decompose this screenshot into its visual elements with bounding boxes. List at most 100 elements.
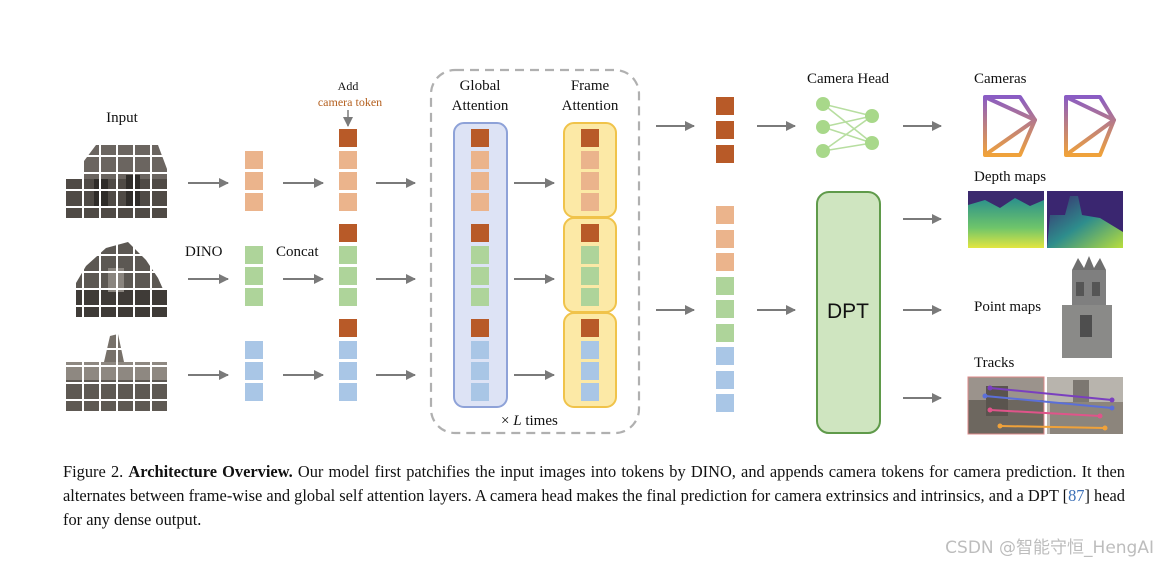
input-label: Input <box>106 110 138 126</box>
patch-token-output <box>716 229 734 248</box>
camera-token <box>471 129 489 147</box>
camera-token-output <box>716 145 734 163</box>
patch-token <box>471 151 489 169</box>
watermark: CSDN @智能守恒_HengAI <box>945 538 1154 558</box>
camera-token <box>581 224 599 242</box>
patch-token-output <box>716 253 734 271</box>
patch-token <box>245 246 263 264</box>
patch-token-output <box>716 300 734 318</box>
camera-head-nodes <box>816 97 879 158</box>
depth-map-image-2 <box>1047 191 1123 248</box>
patch-token <box>245 362 263 380</box>
camera-token <box>471 224 489 242</box>
patch-token <box>339 193 357 211</box>
input-image-1 <box>66 139 167 218</box>
patch-token <box>471 193 489 211</box>
patch-token <box>339 172 357 190</box>
patch-token <box>245 288 263 306</box>
patch-token <box>339 341 357 359</box>
frame-attention-box-3 <box>563 312 617 408</box>
patch-token <box>339 288 357 306</box>
repeat-block-frame <box>429 68 641 435</box>
caption-text-2: ] head for any dense output. <box>63 486 1125 529</box>
camera-frustum-icon-1 <box>983 95 1037 157</box>
dpt-label: DPT <box>827 300 869 323</box>
patch-token <box>471 288 489 306</box>
figure-caption: Figure 2. Architecture Overview. Our mod… <box>63 460 1125 532</box>
patch-token <box>581 341 599 359</box>
times-variable: L <box>513 413 522 429</box>
global-attention-box <box>453 122 508 408</box>
patch-token-output <box>716 394 734 412</box>
camera-token-output <box>716 97 734 115</box>
patch-token-output <box>716 370 734 389</box>
patch-token <box>339 362 357 380</box>
patch-token <box>339 246 357 264</box>
add-label: Add <box>337 79 359 93</box>
camera-token-output <box>716 121 734 139</box>
patch-token <box>245 193 263 211</box>
caption-title: Architecture Overview. <box>128 462 293 481</box>
frame-attention-label-line2: Attention <box>561 98 619 114</box>
patch-token-output <box>716 323 734 342</box>
camera-token-label: camera token <box>317 95 383 109</box>
patch-token <box>245 151 263 169</box>
patch-token <box>471 267 489 285</box>
patch-token-output <box>716 206 734 224</box>
patch-token <box>245 341 263 359</box>
camera-frustum-icon-2 <box>1064 95 1116 157</box>
patch-token <box>339 383 357 401</box>
global-attention-label-line1: Global <box>459 78 501 94</box>
patch-token <box>581 172 599 190</box>
patch-token <box>581 151 599 169</box>
times-symbol: × <box>501 413 510 429</box>
caption-text-1: Our model first patchifies the input ima… <box>63 462 1125 505</box>
tracks-image <box>967 376 1123 435</box>
frame-attention-label-line1: Frame <box>570 78 610 94</box>
camera-token <box>339 319 357 337</box>
global-attention-label-line2: Attention <box>451 98 509 114</box>
input-image-2 <box>66 238 167 317</box>
patch-token <box>581 246 599 264</box>
patch-token <box>471 246 489 264</box>
camera-head-network <box>822 103 873 152</box>
patch-token <box>471 172 489 190</box>
repeat-count-label: × L times <box>501 413 558 430</box>
depth-maps-label: Depth maps <box>974 169 1047 185</box>
patch-token <box>581 288 599 306</box>
patch-token <box>339 267 357 285</box>
patch-token <box>339 151 357 169</box>
dpt-box <box>816 191 881 434</box>
camera-head-label: Camera Head <box>806 71 890 87</box>
point-map-image <box>1062 256 1112 358</box>
times-text: times <box>525 413 558 429</box>
patch-token <box>245 267 263 285</box>
diagram-canvas <box>188 68 1123 435</box>
arrows <box>188 110 942 403</box>
depth-map-image-1 <box>968 191 1044 248</box>
patch-token-output <box>716 276 734 295</box>
caption-prefix: Figure 2. <box>63 462 124 481</box>
camera-token <box>581 129 599 147</box>
cameras-label: Cameras <box>974 71 1027 87</box>
caption-reference-link[interactable]: 87 <box>1068 486 1085 505</box>
concat-label: Concat <box>276 244 319 260</box>
patch-token <box>245 383 263 401</box>
patch-token <box>471 362 489 380</box>
camera-token <box>339 224 357 242</box>
point-maps-label: Point maps <box>974 299 1042 315</box>
patch-token-output <box>716 347 734 365</box>
patch-token <box>581 362 599 380</box>
patch-token <box>245 172 263 190</box>
patch-token <box>581 193 599 211</box>
patch-token <box>581 267 599 285</box>
dino-label: DINO <box>185 244 223 260</box>
tracks-label: Tracks <box>974 355 1015 371</box>
camera-token <box>471 319 489 337</box>
patch-token <box>471 383 489 401</box>
camera-token <box>581 319 599 337</box>
patch-token <box>471 341 489 359</box>
input-image-3 <box>66 332 167 411</box>
camera-token <box>339 129 357 147</box>
patch-token <box>581 383 599 401</box>
